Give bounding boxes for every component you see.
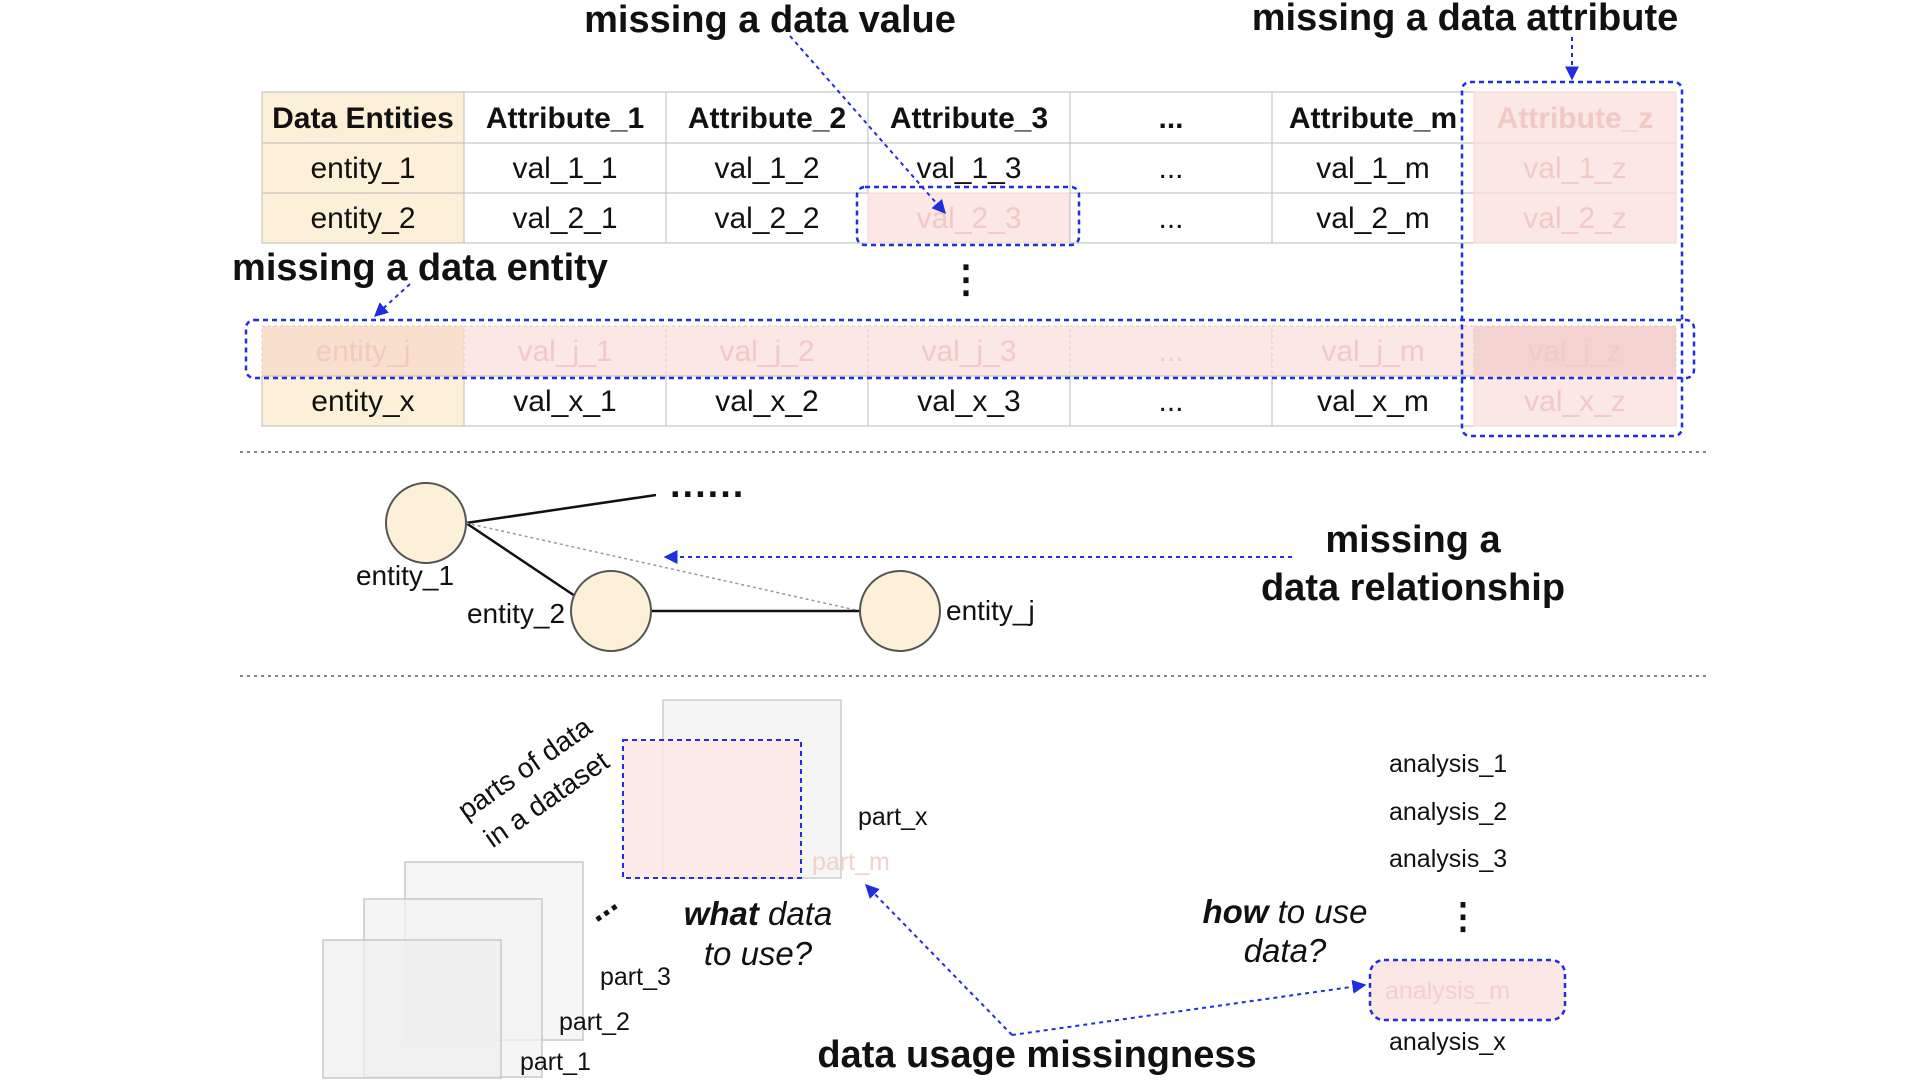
node-label-entity-2: entity_2 [467, 598, 565, 629]
rotated-label-parts: parts of data in a dataset [452, 711, 615, 854]
missing-attribute-highlight [1460, 80, 1684, 438]
callout-missing-value: missing a data value [584, 0, 956, 41]
label-part-m-missing: part_m [812, 848, 890, 876]
cell-val-1-2: val_1_2 [714, 152, 819, 185]
header-attribute-3: Attribute_3 [890, 102, 1048, 135]
data-usage-section: part_3 part_2 part_1 part_x part_m parts… [322, 699, 1567, 1079]
cell-ellipsis-1: ... [1158, 152, 1183, 185]
arrow-usage-to-parts [865, 883, 1013, 1036]
analysis-2: analysis_2 [1389, 798, 1507, 826]
label-part-x: part_x [858, 803, 928, 831]
cell-ellipsis-j-missing: ... [1158, 335, 1183, 368]
cell-val-2-1: val_2_1 [512, 202, 617, 235]
analysis-x: analysis_x [1389, 1028, 1506, 1056]
cell-entity-x: entity_x [311, 385, 414, 418]
label-part-1: part_1 [520, 1048, 591, 1076]
cell-val-1-z-missing: val_1_z [1523, 152, 1626, 185]
header-cell-ellipsis [1069, 91, 1273, 144]
question-how-line1: how to use [1202, 893, 1367, 930]
data-table: Data Entities Attribute_1 Attribute_2 At… [244, 80, 1696, 438]
cell-entity-2: entity_2 [310, 202, 415, 235]
arrow-usage-to-analysis [1011, 979, 1367, 1036]
header-attribute-1: Attribute_1 [486, 102, 644, 135]
cell-ellipsis-2: ... [1158, 202, 1183, 235]
cell-val-2-2: val_2_2 [714, 202, 819, 235]
cell-val-x-z-missing: val_x_z [1524, 385, 1626, 418]
label-part-2: part_2 [559, 1008, 630, 1036]
cell-val-j-2-missing: val_j_2 [719, 335, 814, 368]
part-3-square [322, 939, 502, 1079]
cell-entity-j-missing: entity_j [315, 335, 410, 368]
callout-missing-relationship-line2: data relationship [1261, 567, 1565, 609]
callout-usage-missingness: data usage missingness [817, 1034, 1256, 1076]
cell-val-2-3-missing: val_2_3 [916, 202, 1021, 235]
cell-val-x-2: val_x_2 [715, 385, 818, 418]
question-what-rest: data [759, 895, 832, 932]
graph-more-ellipsis: ...... [670, 464, 745, 506]
header-data-entities: Data Entities [272, 102, 454, 135]
cell-val-1-m: val_1_m [1316, 152, 1429, 185]
analysis-m-missing-box [1368, 958, 1567, 1022]
analysis-m-missing: analysis_m [1385, 977, 1510, 1005]
cell-val-x-3: val_x_3 [917, 385, 1020, 418]
header-cell-attr3 [867, 91, 1071, 144]
parts-diagonal-ellipsis-wrap: ... [579, 882, 624, 929]
cell-val-2-m: val_2_m [1316, 202, 1429, 235]
callout-missing-attribute: missing a data attribute [1252, 0, 1679, 39]
node-entity-j [859, 570, 941, 652]
node-entity-1 [385, 482, 467, 564]
cell-entity-1: entity_1 [310, 152, 415, 185]
header-cell-attrm [1271, 91, 1475, 144]
header-cell-entities [261, 91, 465, 144]
table-vertical-ellipsis: ⋮ [947, 259, 985, 301]
cell-ellipsis-x: ... [1158, 385, 1183, 418]
node-label-entity-1: entity_1 [356, 560, 454, 591]
missing-entity-highlight [244, 318, 1696, 380]
missing-value-highlight [855, 185, 1081, 247]
cell-val-j-z-missing: val_j_z [1528, 335, 1621, 368]
question-what-line1: what data [684, 895, 833, 932]
header-attribute-2: Attribute_2 [688, 102, 846, 135]
question-how-bold: how [1202, 893, 1270, 930]
node-entity-2 [570, 570, 652, 652]
analysis-3: analysis_3 [1389, 845, 1507, 873]
callout-missing-entity: missing a data entity [232, 247, 608, 289]
cell-val-x-1: val_x_1 [513, 385, 616, 418]
header-attribute-z-missing: Attribute_z [1497, 102, 1654, 135]
cell-val-j-m-missing: val_j_m [1321, 335, 1424, 368]
cell-val-x-m: val_x_m [1317, 385, 1429, 418]
cell-val-1-1: val_1_1 [512, 152, 617, 185]
analysis-1: analysis_1 [1389, 750, 1507, 778]
question-how-line2: data? [1244, 932, 1327, 969]
part-m-square-missing [622, 739, 802, 879]
edge-entity1-entityj-missing [465, 522, 861, 612]
relationship-graph: entity_1 entity_2 entity_j ...... [356, 464, 1035, 652]
header-cell-attr2 [665, 91, 869, 144]
header-cell-attr1 [463, 91, 667, 144]
callout-missing-relationship-line1: missing a [1325, 519, 1501, 561]
question-what-line2: to use? [704, 935, 813, 972]
cell-val-j-3-missing: val_j_3 [921, 335, 1016, 368]
cell-val-j-1-missing: val_j_1 [517, 335, 612, 368]
cell-val-2-z-missing: val_2_z [1523, 202, 1626, 235]
question-what-bold: what [684, 895, 761, 932]
label-part-3: part_3 [600, 963, 671, 991]
parts-diagonal-ellipsis: ... [579, 882, 624, 929]
question-how-rest: to use [1268, 893, 1367, 930]
header-attribute-m: Attribute_m [1289, 102, 1457, 135]
edge-entity1-more [465, 493, 657, 525]
cell-val-1-3: val_1_3 [916, 152, 1021, 185]
header-ellipsis: ... [1158, 102, 1183, 135]
node-label-entity-j: entity_j [946, 595, 1035, 626]
analysis-vertical-ellipsis: ⋮ [1445, 895, 1481, 936]
edge-entity1-entity2 [465, 521, 576, 598]
